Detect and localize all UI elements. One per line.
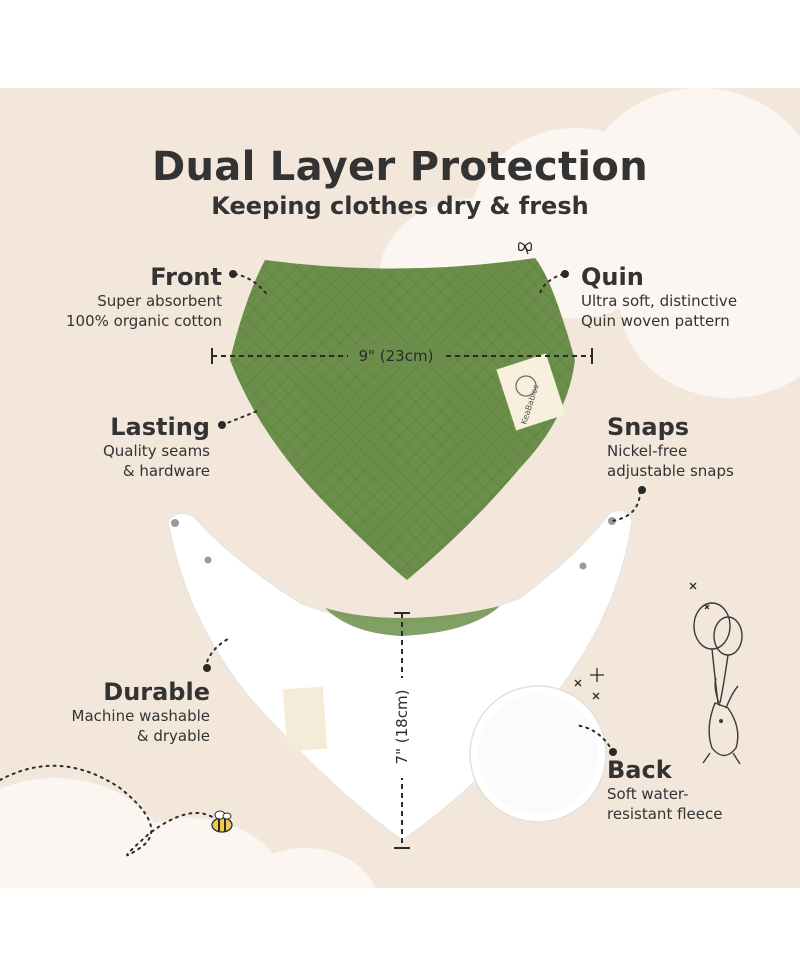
feature-quin: Quin Ultra soft, distinctive Quin woven … [581, 263, 791, 331]
feature-line: Nickel-free [607, 442, 688, 460]
brand-tag [496, 353, 566, 431]
snap-icon [169, 517, 181, 529]
brand-logo-icon [515, 375, 537, 397]
leader-durable [204, 637, 231, 669]
snap-icon [606, 515, 618, 527]
feature-line: 100% organic cotton [65, 312, 222, 330]
height-dimension-label: 7" (18cm) [393, 689, 411, 765]
dashed-flight-path [0, 764, 215, 857]
leader-back [574, 724, 614, 753]
feature-line: Ultra soft, distinctive [581, 292, 738, 310]
feature-back: Back Soft water- resistant fleece [607, 756, 792, 824]
feature-title: Back [607, 756, 672, 784]
feature-line: Quin woven pattern [581, 312, 730, 330]
leader-quin [539, 273, 564, 294]
feature-title: Front [150, 263, 222, 291]
fleece-bib [167, 510, 633, 841]
feature-lasting: Lasting Quality seams & hardware [20, 413, 210, 481]
feature-line: Quality seams [102, 442, 210, 460]
feature-line: resistant fleece [607, 805, 723, 823]
feature-durable: Durable Machine washable & dryable [20, 678, 210, 746]
feature-title: Quin [581, 263, 644, 291]
snap-icon [202, 554, 214, 566]
feature-title: Lasting [110, 413, 210, 441]
feature-title: Durable [103, 678, 210, 706]
feature-snaps: Snaps Nickel-free adjustable snaps [607, 413, 792, 481]
snap-icon [577, 560, 589, 572]
width-dimension-label: 9" (23cm) [358, 347, 434, 365]
feature-line: Soft water- [607, 785, 689, 803]
leader-front [234, 273, 269, 297]
feature-title: Snaps [607, 413, 690, 441]
care-tag [282, 686, 328, 752]
page-title: Dual Layer Protection [152, 144, 648, 190]
page-subtitle: Keeping clothes dry & fresh [211, 192, 589, 220]
feature-line: Machine washable [71, 707, 210, 725]
infographic-canvas: Dual Layer Protection Keeping clothes dr… [0, 88, 800, 888]
feature-line: & hardware [122, 462, 210, 480]
fleece-inner-green [325, 606, 500, 636]
leader-snaps [611, 490, 641, 522]
sparkle-icon [574, 582, 710, 700]
feature-front: Front Super absorbent 100% organic cotto… [20, 263, 222, 331]
butterfly-icon [517, 242, 533, 255]
leader-lasting [221, 409, 261, 426]
bib-illustration [0, 242, 743, 857]
feature-line: Super absorbent [97, 292, 222, 310]
green-bib [230, 258, 575, 580]
balloon-bunny-icon [693, 602, 743, 765]
cloud-shape [620, 208, 800, 398]
bee-icon [211, 810, 233, 833]
feature-line: & dryable [136, 727, 210, 745]
feature-line: adjustable snaps [607, 462, 734, 480]
